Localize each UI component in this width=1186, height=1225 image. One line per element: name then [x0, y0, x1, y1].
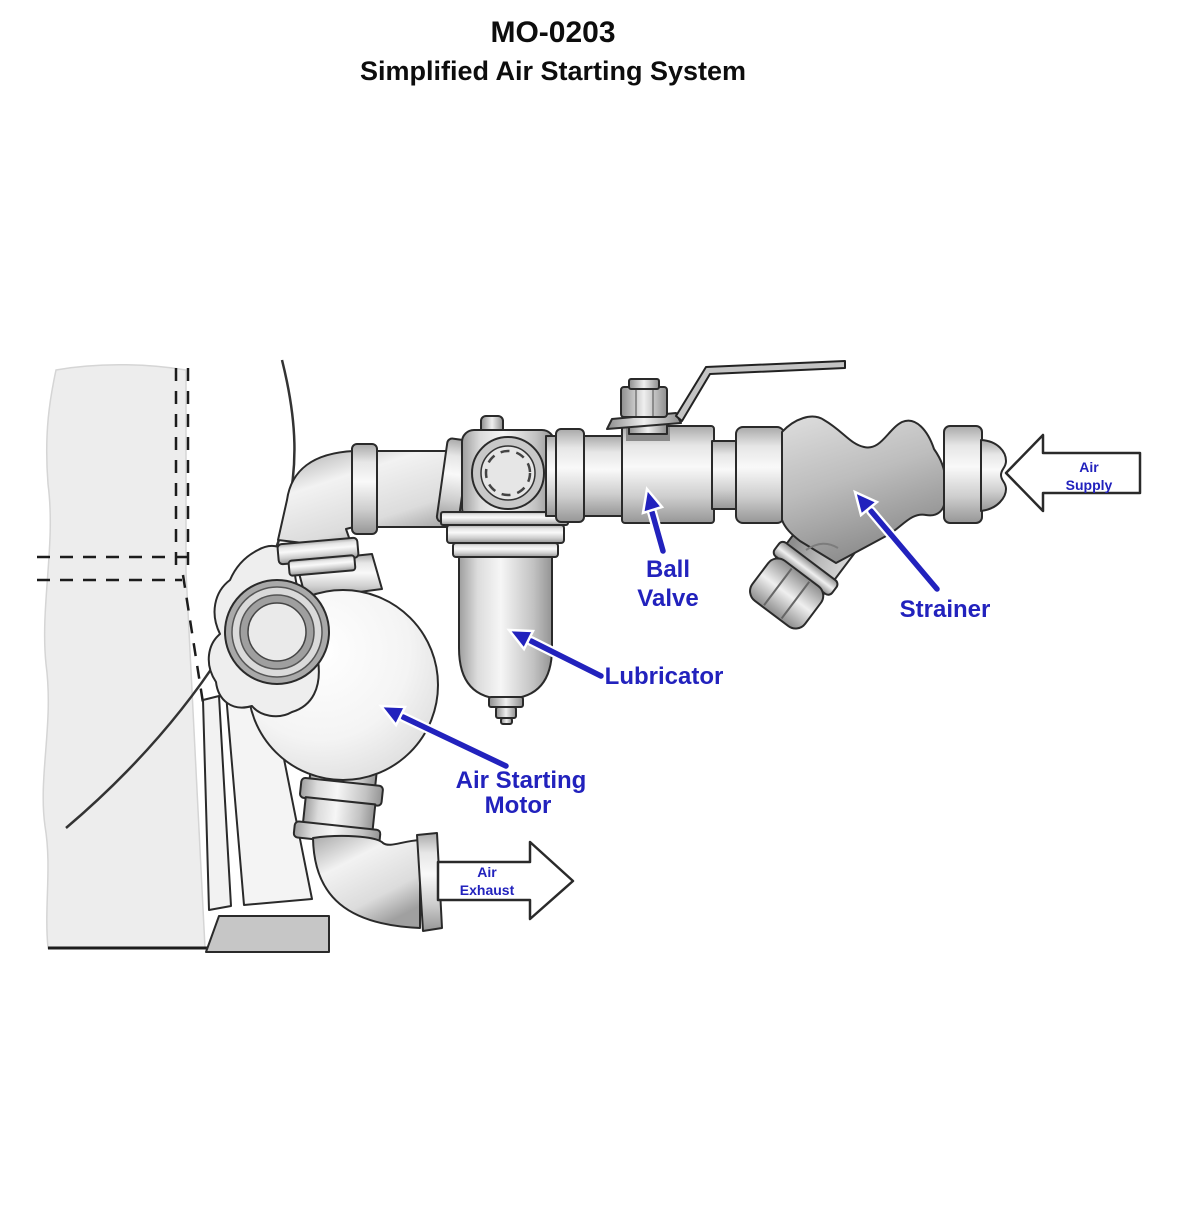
ball-valve-label-line2: Valve	[637, 585, 698, 612]
exhaust-flange	[416, 832, 443, 932]
engine-block	[37, 359, 296, 950]
flange-port	[247, 602, 307, 662]
leader-arrows	[378, 486, 942, 771]
figure-code: MO-0203	[490, 16, 615, 49]
strainer-pointer	[853, 489, 942, 594]
figure-subtitle: Simplified Air Starting System	[360, 56, 746, 86]
union-collar	[735, 426, 785, 524]
ball-valve-handle	[675, 360, 846, 422]
air-supply-label-line2: Supply	[1066, 477, 1113, 493]
strainer-graphic	[749, 415, 1007, 630]
air-exhaust-label-line1: Air	[477, 864, 497, 880]
sight-glass-dashed	[484, 449, 532, 497]
lubricator-bowl	[458, 556, 553, 700]
supply-pipe-tip	[980, 439, 1007, 512]
stem-nut	[620, 386, 668, 418]
air-exhaust-label-line2: Exhaust	[460, 882, 515, 898]
air-starting-motor-label-line2: Motor	[485, 792, 552, 819]
base-pad	[205, 915, 330, 953]
ball-valve-pointer	[641, 486, 668, 556]
air-supply-label-line1: Air	[1079, 459, 1099, 475]
component-labels: Ball Valve Strainer Lubricator Air Start…	[456, 556, 991, 819]
lubricator-pointer	[506, 628, 606, 681]
air-starting-motor-pointer	[378, 704, 511, 771]
inlet-elbow-pipe	[276, 437, 471, 577]
strainer-label: Strainer	[900, 596, 991, 623]
ball-valve-label-line1: Ball	[646, 556, 690, 583]
air-starting-motor-graphic	[207, 544, 439, 781]
title-block: MO-0203 Simplified Air Starting System	[360, 16, 746, 86]
air-exhaust-arrow: Air Exhaust	[436, 840, 575, 921]
lubricator-label: Lubricator	[605, 663, 724, 690]
air-supply-arrow: Air Supply	[1004, 433, 1142, 513]
lubricator-graphic	[440, 415, 569, 725]
air-starting-motor-label-line1: Air Starting	[456, 767, 587, 794]
centerline-dashes	[37, 368, 208, 723]
pipe-collar	[351, 443, 378, 535]
strainer-body	[781, 415, 946, 564]
strainer-hex-cap	[749, 557, 825, 630]
